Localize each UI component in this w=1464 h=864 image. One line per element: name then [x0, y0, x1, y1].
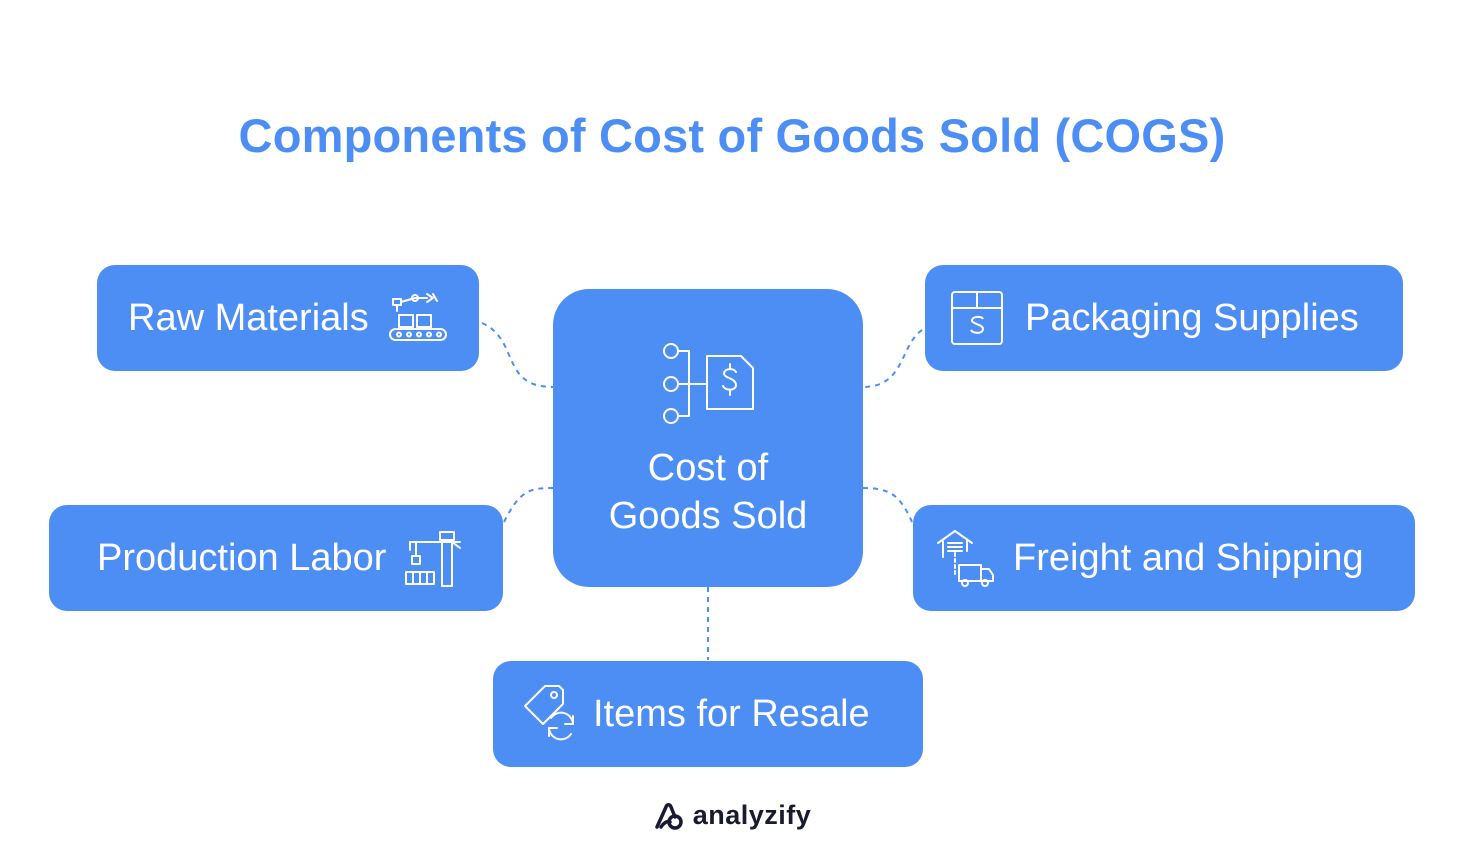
brand-name: analyzify — [692, 800, 812, 830]
connector-raw-materials — [481, 322, 554, 388]
connector-packaging-supplies — [862, 329, 923, 388]
crane-icon — [402, 528, 462, 588]
brand-footer: analyzify — [0, 800, 1464, 831]
connector-freight-shipping — [862, 487, 913, 523]
center-node: Cost of Goods Sold — [553, 289, 863, 587]
center-label-line1: Cost of — [647, 447, 769, 489]
production-labor-node: Production Labor — [49, 505, 503, 611]
tag-refresh-icon — [515, 682, 579, 746]
diagram-title: Components of Cost of Goods Sold (COGS) — [238, 109, 1226, 162]
connector-production-labor — [503, 487, 554, 523]
raw-materials-label: Raw Materials — [128, 296, 369, 339]
conveyor-robot-arm-icon — [387, 289, 449, 347]
warehouse-truck-icon — [935, 527, 997, 589]
box-dollar-icon — [949, 289, 1005, 347]
items-resale-node: Items for Resale — [493, 661, 923, 767]
freight-shipping-node: Freight and Shipping — [913, 505, 1415, 611]
packaging-supplies-label: Packaging Supplies — [1025, 296, 1359, 339]
production-labor-label: Production Labor — [97, 536, 387, 579]
center-label-line2: Goods Sold — [608, 495, 808, 537]
freight-shipping-label: Freight and Shipping — [1013, 536, 1364, 579]
raw-materials-node: Raw Materials — [97, 265, 479, 371]
items-resale-label: Items for Resale — [593, 692, 870, 735]
packaging-supplies-node: Packaging Supplies — [925, 265, 1403, 371]
analyzify-logo-icon — [653, 801, 685, 831]
cost-flow-dollar-icon — [659, 341, 759, 431]
center-label: Cost of Goods Sold — [553, 444, 863, 540]
